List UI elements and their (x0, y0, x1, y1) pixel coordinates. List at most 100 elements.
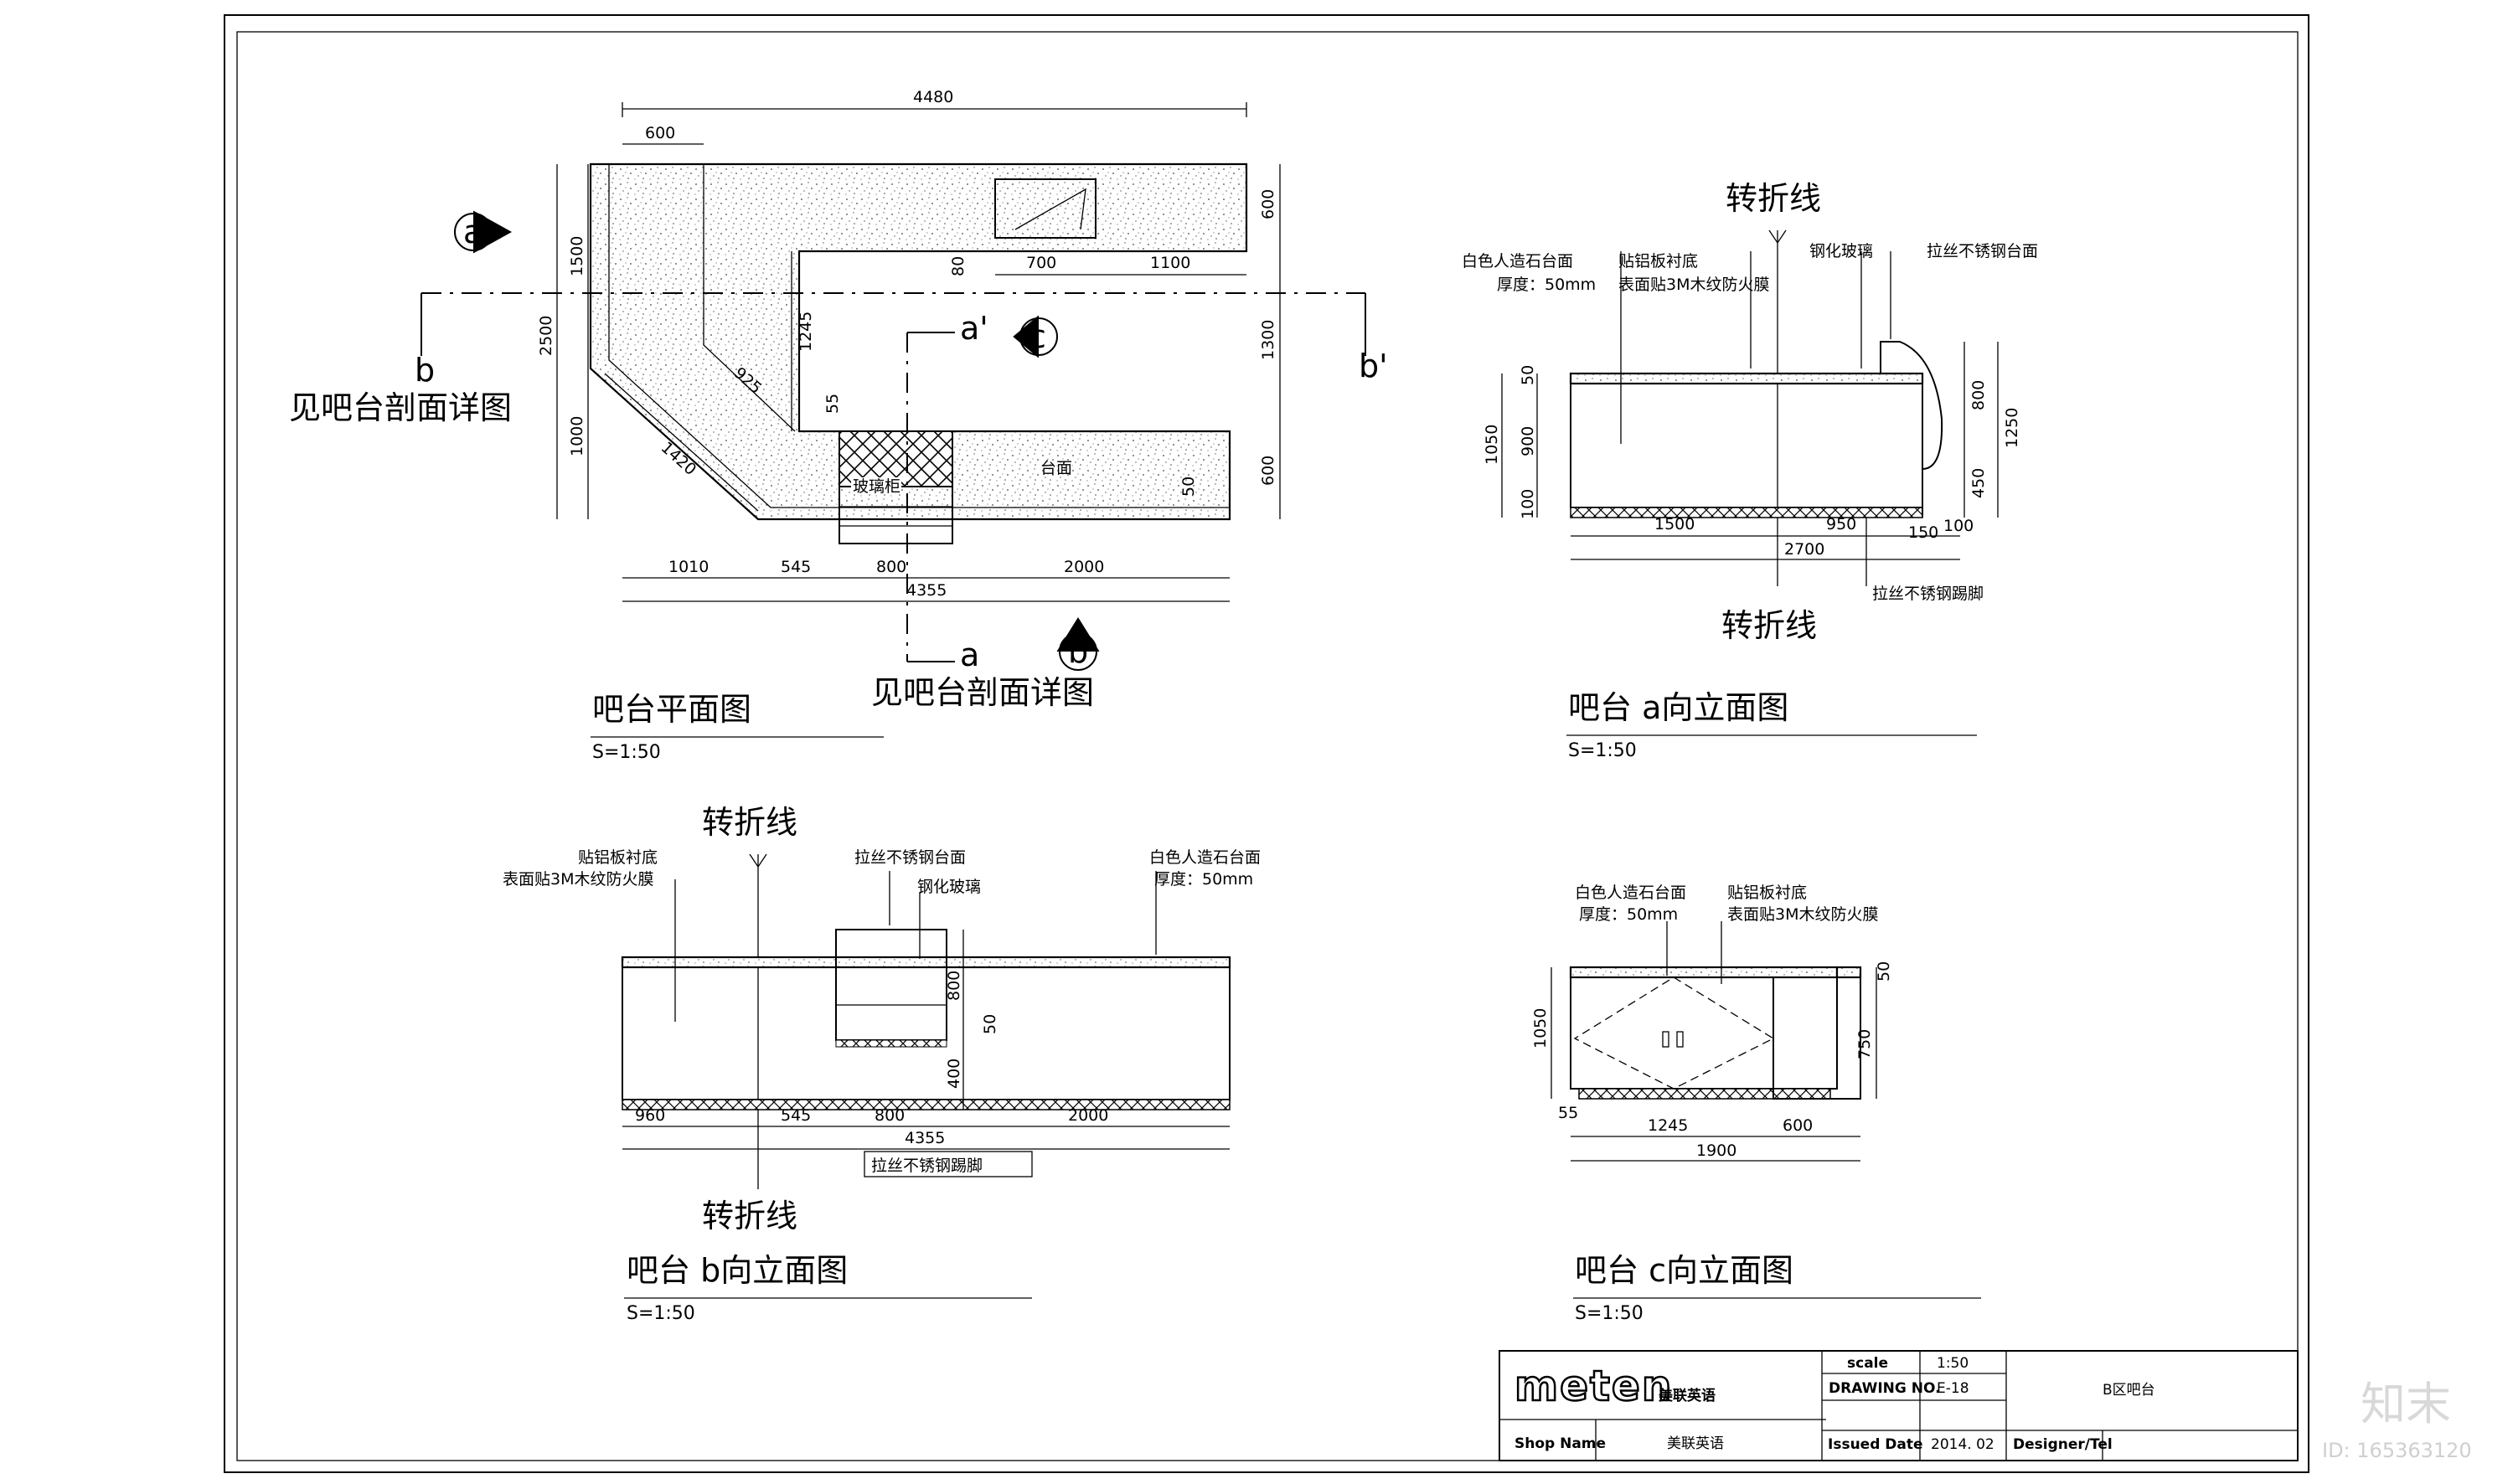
elev-a-dim-150: 150 (1908, 523, 1938, 542)
elev-a-fold-top: 转折线 (1726, 180, 1821, 217)
plan-counter-label: 台面 (1040, 459, 1072, 477)
elev-b-dim-400: 400 (945, 1059, 963, 1089)
plan-dim-50: 50 (1179, 477, 1198, 497)
plan-view: 玻璃柜 台面 b b' 见吧台剖面详图 a' a 见吧台剖面详图 a c b (289, 88, 1388, 763)
elev-a-dim-1050: 1050 (1483, 425, 1501, 465)
plan-see-detail-2: 见吧台剖面详图 (871, 674, 1094, 711)
tb-shop-label: Shop Name (1515, 1435, 1606, 1452)
elev-b-note-kick: 拉丝不锈钢踢脚 (871, 1157, 983, 1175)
plan-scale: S=1:50 (592, 742, 661, 763)
elev-b-note-stone-1: 白色人造石台面 (1149, 848, 1261, 867)
elev-c-dim-1900: 1900 (1696, 1141, 1736, 1160)
sheet-outer-frame (224, 14, 2309, 1473)
plan-dim-800: 800 (876, 558, 906, 576)
elev-c-note-stone-2: 厚度：50mm (1579, 905, 1678, 924)
elev-c-note-al-1: 贴铝板衬底 (1727, 884, 1807, 902)
elev-a-note-stone-1: 白色人造石台面 (1462, 252, 1573, 271)
plan-dim-1245: 1245 (797, 312, 815, 352)
elev-a-dim-2700: 2700 (1784, 540, 1824, 559)
elev-c-dim-1050: 1050 (1531, 1008, 1550, 1049)
view-marker-c: c (1013, 315, 1058, 358)
elev-a-title: 吧台 a向立面图 (1568, 689, 1788, 726)
section-b-label: b (415, 352, 435, 389)
elev-b-dim-4355: 4355 (905, 1129, 945, 1147)
elev-c-dim-55: 55 (1558, 1104, 1578, 1122)
plan-dim-55: 55 (823, 394, 842, 414)
view-marker-b: b (1056, 617, 1100, 671)
section-a-label: a (960, 636, 979, 673)
elev-a-note-kick: 拉丝不锈钢踢脚 (1872, 585, 1984, 603)
plan-dim-700: 700 (1026, 254, 1056, 272)
tb-drawing-value: E-18 (1937, 1380, 1969, 1397)
tb-drawing-label: DRAWING NO. (1829, 1380, 1941, 1397)
elev-b-dim-800: 800 (945, 971, 963, 1001)
elev-a-dim-1250: 1250 (2003, 408, 2021, 448)
elev-a-dim-450: 450 (1969, 468, 1988, 498)
plan-dim-r600a: 600 (1259, 189, 1277, 219)
plan-dim-2500: 2500 (537, 316, 555, 356)
plan-glass-cabinet-label: 玻璃柜 (853, 477, 900, 496)
elev-b-note-al-1: 贴铝板衬底 (578, 848, 658, 867)
elev-a-dim-950: 950 (1826, 515, 1856, 533)
plan-dim-1010: 1010 (668, 558, 709, 576)
plan-dim-600: 600 (645, 124, 675, 142)
plan-dim-4355: 4355 (906, 581, 947, 600)
elev-a-dim-100w: 100 (1943, 517, 1974, 535)
section-b2-label: b' (1359, 348, 1388, 384)
tb-scale-value: 1:50 (1937, 1355, 1969, 1372)
plan-dim-1000: 1000 (568, 416, 586, 456)
elevation-b: 转折线 转折线 贴铝板衬底 表面贴3M木纹防火膜 拉丝不锈钢台面 钢化玻璃 白色… (503, 804, 1261, 1324)
elev-a-note-glass: 钢化玻璃 (1809, 242, 1873, 260)
meten-logo: meten (1515, 1362, 1673, 1410)
elev-b-dim-800w: 800 (875, 1106, 905, 1125)
elev-a-scale: S=1:50 (1568, 740, 1637, 761)
elev-a-dim-800: 800 (1969, 380, 1988, 410)
elev-b-scale: S=1:50 (627, 1303, 695, 1324)
elev-b-title: 吧台 b向立面图 (627, 1252, 848, 1289)
plan-dim-1100: 1100 (1150, 254, 1190, 272)
sheet-inner-frame (236, 31, 2299, 1461)
sink (994, 178, 1097, 239)
elev-b-fold-top: 转折线 (702, 804, 797, 841)
elev-c-dim-600: 600 (1783, 1116, 1813, 1135)
elev-b-note-stone-2: 厚度：50mm (1154, 870, 1253, 889)
plan-dim-r600b: 600 (1259, 456, 1277, 486)
elev-b-note-steel-top: 拉丝不锈钢台面 (854, 848, 966, 867)
svg-text:b: b (1068, 633, 1088, 670)
plan-dim-1500: 1500 (568, 236, 586, 276)
elev-b-dim-2000: 2000 (1068, 1106, 1108, 1125)
elev-b-dim-545: 545 (781, 1106, 811, 1125)
elev-c-title: 吧台 c向立面图 (1575, 1252, 1793, 1289)
section-a2-label: a' (960, 310, 988, 347)
elev-c-note-al-2: 表面贴3M木纹防火膜 (1727, 905, 1878, 924)
plan-dim-1300: 1300 (1259, 320, 1277, 360)
tb-date-value: 2014. 02 (1931, 1436, 1994, 1453)
elev-a-note-al-2: 表面贴3M木纹防火膜 (1618, 276, 1769, 294)
elev-b-dim-960: 960 (635, 1106, 665, 1125)
elev-a-dim-900: 900 (1519, 426, 1537, 456)
elev-c-dim-750: 750 (1855, 1029, 1874, 1059)
tb-scale-label: scale (1847, 1355, 1888, 1372)
elev-a-note-stone-2: 厚度：50mm (1497, 276, 1596, 294)
plan-see-detail-1: 见吧台剖面详图 (289, 389, 512, 426)
elev-a-dim-1500: 1500 (1654, 515, 1695, 533)
watermark-site: 知末 (2361, 1378, 2451, 1430)
title-block: meten 美联英语 scale 1:50 DRAWING NO. E-18 B… (1499, 1350, 2299, 1461)
elev-b-dim-50: 50 (981, 1014, 999, 1034)
svg-text:c: c (1029, 318, 1046, 355)
elevation-c: 白色人造石台面 厚度：50mm 贴铝板衬底 表面贴3M木纹防火膜 50 750 … (1531, 884, 1981, 1324)
elev-a-fold-bot: 转折线 (1721, 607, 1817, 644)
watermark-id: ID: 165363120 (2322, 1439, 2472, 1462)
elev-a-note-al-1: 贴铝板衬底 (1618, 252, 1698, 271)
plan-dim-80: 80 (949, 256, 968, 276)
tb-designer-label: Designer/Tel (2013, 1436, 2113, 1453)
elev-a-note-steel-top: 拉丝不锈钢台面 (1927, 242, 2038, 260)
view-marker-a: a (454, 210, 513, 254)
plan-dim-2000: 2000 (1064, 558, 1104, 576)
meten-logo-cn: 美联英语 (1659, 1387, 1716, 1404)
elevation-a: 转折线 转折线 白色人造石台面 厚度：50mm 贴铝板衬底 表面贴3M木纹防火膜… (1462, 180, 2038, 761)
tb-date-label: Issued Date (1828, 1436, 1923, 1453)
plan-title: 吧台平面图 (592, 691, 751, 728)
elev-b-fold-bot: 转折线 (702, 1198, 797, 1234)
